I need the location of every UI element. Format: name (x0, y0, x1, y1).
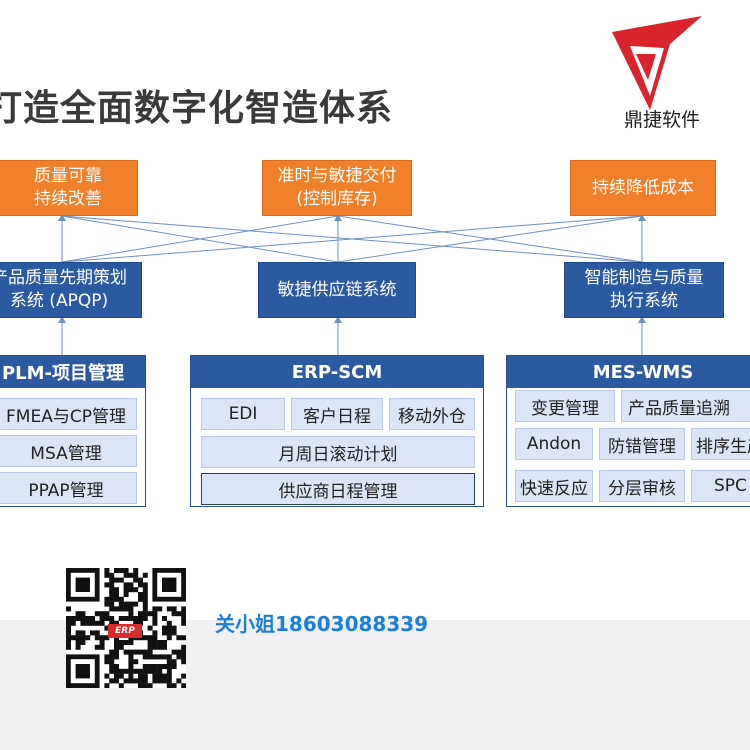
system-apqp: 产品质量先期策划 系统 (APQP) (0, 262, 142, 318)
module-mes: MES-WMS 变更管理 产品质量追溯 Andon 防错管理 排序生产 快速反应… (506, 355, 750, 507)
mes-item-error-proofing: 防错管理 (599, 428, 685, 460)
goal-cost: 持续降低成本 (570, 160, 716, 216)
erp-item-edi: EDI (201, 398, 285, 430)
mes-item-layered-audit: 分层审核 (599, 470, 685, 502)
erp-item-mobile-warehouse: 移动外仓 (389, 398, 475, 430)
mes-item-sequencing: 排序生产 (691, 428, 750, 460)
module-mes-title: MES-WMS (507, 356, 750, 388)
brand-logo-icon (612, 16, 702, 110)
contact-phone[interactable]: 关小姐18603088339 (215, 612, 429, 636)
slide: 打造全面数字化智造体系 鼎捷软件 (0, 16, 750, 507)
mes-item-quick-response: 快速反应 (515, 470, 593, 502)
plm-item-ppap: PPAP管理 (0, 472, 137, 504)
mes-item-spc: SPC (691, 470, 750, 502)
plm-item-msa: MSA管理 (0, 435, 137, 467)
erp-item-rolling-plan: 月周日滚动计划 (201, 436, 475, 468)
mes-item-traceability: 产品质量追溯 (621, 390, 750, 422)
erp-item-customer-schedule: 客户日程 (291, 398, 383, 430)
connector-lines (58, 214, 646, 355)
mes-item-change: 变更管理 (515, 390, 615, 422)
module-erp: ERP-SCM EDI 客户日程 移动外仓 月周日滚动计划 供应商日程管理 (190, 355, 484, 507)
brand-name: 鼎捷软件 (623, 109, 700, 131)
system-mes: 智能制造与质量 执行系统 (564, 262, 724, 318)
goal-quality: 质量可靠 持续改善 (0, 160, 138, 216)
erp-item-supplier-schedule: 供应商日程管理 (201, 473, 475, 505)
goal-delivery: 准时与敏捷交付 (控制库存) (262, 160, 412, 216)
module-plm-title: PLM-项目管理 (0, 356, 145, 388)
system-supply-chain: 敏捷供应链系统 (258, 262, 416, 318)
qr-badge: ERP (108, 624, 142, 638)
module-erp-title: ERP-SCM (191, 356, 483, 388)
mes-item-andon: Andon (515, 428, 593, 460)
module-plm: PLM-项目管理 FMEA与CP管理 MSA管理 PPAP管理 (0, 355, 146, 507)
plm-item-fmea: FMEA与CP管理 (0, 398, 137, 430)
page-title: 打造全面数字化智造体系 (0, 88, 394, 129)
qr-code-icon[interactable] (66, 568, 186, 688)
